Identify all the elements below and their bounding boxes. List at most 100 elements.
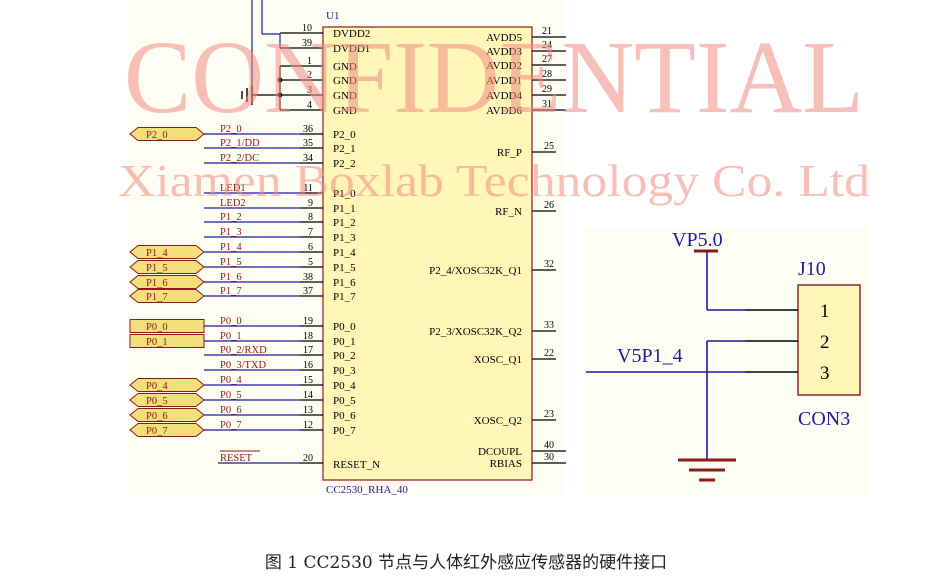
pin-number: 27 [542,54,552,65]
pin-name: P1_6 [333,277,356,289]
pin-number: 9 [308,198,313,209]
pin-number: 22 [544,348,554,359]
pin-number: 2 [307,70,312,81]
net-label: P1_3 [220,227,242,238]
pin-name: P1_3 [333,232,356,244]
pin-name: P2_2 [333,158,356,170]
pin-name: AVDD1 [486,75,522,87]
pin-number: 21 [542,26,552,37]
pin-number: 23 [544,409,554,420]
pin-name: P1_4 [333,247,356,259]
pin-number: 7 [308,227,313,238]
pin-name: RF_P [497,147,522,159]
pin-number: 33 [544,320,554,331]
pin-number: 16 [303,360,313,371]
pin-number: 19 [303,316,313,327]
pin-name: P1_1 [333,203,356,215]
pin-name: RESET_N [333,459,380,471]
pin-number: 38 [303,272,313,283]
pin-name: AVDD2 [486,60,522,72]
pin-name: P0_7 [333,425,356,437]
pin-number: 8 [308,212,313,223]
chip-body [322,26,533,481]
pin-number: 36 [303,124,313,135]
net-label: P0_2/RXD [220,345,267,356]
pin-name: GND [333,105,357,117]
net-port-label: P2_0 [146,130,168,141]
net-port-box [129,319,205,333]
net-port-label: P1_6 [146,278,168,289]
net-label: P2_2/DC [220,153,259,164]
net-port-flag [129,408,205,422]
net-label: P2_0 [220,124,242,135]
pin-name: P2_1 [333,143,356,155]
pin-number: 29 [542,84,552,95]
net-label: P2_1/DD [220,138,260,149]
chip-designator: U1 [326,10,339,22]
pin-number: 10 [302,23,312,34]
pin-number: 3 [307,85,312,96]
pin-name: P0_4 [333,380,356,392]
pin-number: 6 [308,242,313,253]
pin-number: 1 [307,56,312,67]
net-port-label: P0_0 [146,322,168,333]
pin-name: GND [333,75,357,87]
connector-pin-number: 2 [820,332,830,353]
pin-name: P2_0 [333,129,356,141]
pin-name: AVDD5 [486,32,522,44]
pin-number: 18 [303,331,313,342]
pin-number: 20 [303,453,313,464]
net-port-label: P0_5 [146,396,168,407]
net-label: P1_6 [220,272,242,283]
net-port-flag [129,127,205,141]
pin-name: AVDD4 [486,90,522,102]
pin-name: XOSC_Q2 [474,415,522,427]
pin-name: GND [333,61,357,73]
pin-name: P1_7 [333,291,356,303]
net-label: P1_2 [220,212,242,223]
net-port-flag [129,393,205,407]
net-port-label: P1_7 [146,292,168,303]
connector-pin-number: 1 [820,301,830,322]
net-label: P1_4 [220,242,242,253]
pin-number: 15 [303,375,313,386]
pin-name: AVDD3 [486,46,522,58]
pin-number: 39 [302,38,312,49]
junction-dot [277,77,283,83]
pin-number: 12 [303,420,313,431]
pin-name: RBIAS [490,458,522,470]
net-label-reset: RESET [220,453,253,464]
pin-number: 30 [544,452,554,463]
pin-number: 14 [303,390,313,401]
pin-number: 40 [544,440,554,451]
net-label: P1_7 [220,286,242,297]
connector-part-number: CON3 [798,408,850,430]
pin-name: P2_3/XOSC32K_Q2 [429,326,522,338]
pin-name: GND [333,90,357,102]
net-label: P0_0 [220,316,242,327]
net-label: P0_5 [220,390,242,401]
net-label: P1_5 [220,257,242,268]
net-port-label: P1_5 [146,263,168,274]
pin-name: P0_3 [333,365,356,377]
pin-name: P0_2 [333,350,356,362]
pin-number: 4 [307,100,312,111]
pin-name: P0_5 [333,395,356,407]
pin-number: 11 [303,183,313,194]
net-port-label: P0_4 [146,381,168,392]
pin-number: 37 [303,286,313,297]
pin-number: 5 [308,257,313,268]
pin-number: 32 [544,259,554,270]
pin-number: 13 [303,405,313,416]
net-port-box [129,334,205,348]
pin-name: DVDD2 [333,28,370,40]
net-label: P0_7 [220,420,242,431]
pin-number: 31 [542,99,552,110]
pin-name: P1_2 [333,217,356,229]
pin-name: P1_5 [333,262,356,274]
pin-name: XOSC_Q1 [474,354,522,366]
connector-designator: J10 [798,258,826,280]
pin-number: 25 [544,141,554,152]
pin-name: AVDD6 [486,105,522,117]
